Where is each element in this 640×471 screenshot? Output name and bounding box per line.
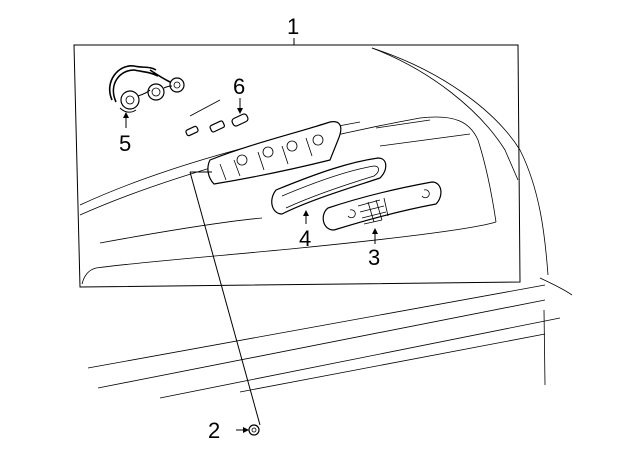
callout-2-label: 2 bbox=[208, 418, 220, 443]
callout-6-label: 6 bbox=[233, 74, 245, 99]
wiring-harness-part bbox=[109, 65, 185, 113]
callout-4-label: 4 bbox=[299, 226, 311, 251]
leader-lines bbox=[123, 38, 378, 433]
detail-frame bbox=[73, 44, 521, 288]
bulbs-part bbox=[185, 113, 249, 137]
callout-1-label: 1 bbox=[287, 14, 299, 39]
lens-cover-part bbox=[322, 181, 442, 231]
callout-5-label: 5 bbox=[119, 131, 131, 156]
stop-lamp-housing bbox=[207, 121, 342, 185]
screw-part bbox=[248, 424, 260, 436]
tailgate-panel-lines bbox=[79, 47, 519, 285]
vehicle-body-lines bbox=[87, 47, 573, 399]
callout-3-label: 3 bbox=[368, 245, 380, 270]
gasket-part bbox=[271, 157, 387, 215]
